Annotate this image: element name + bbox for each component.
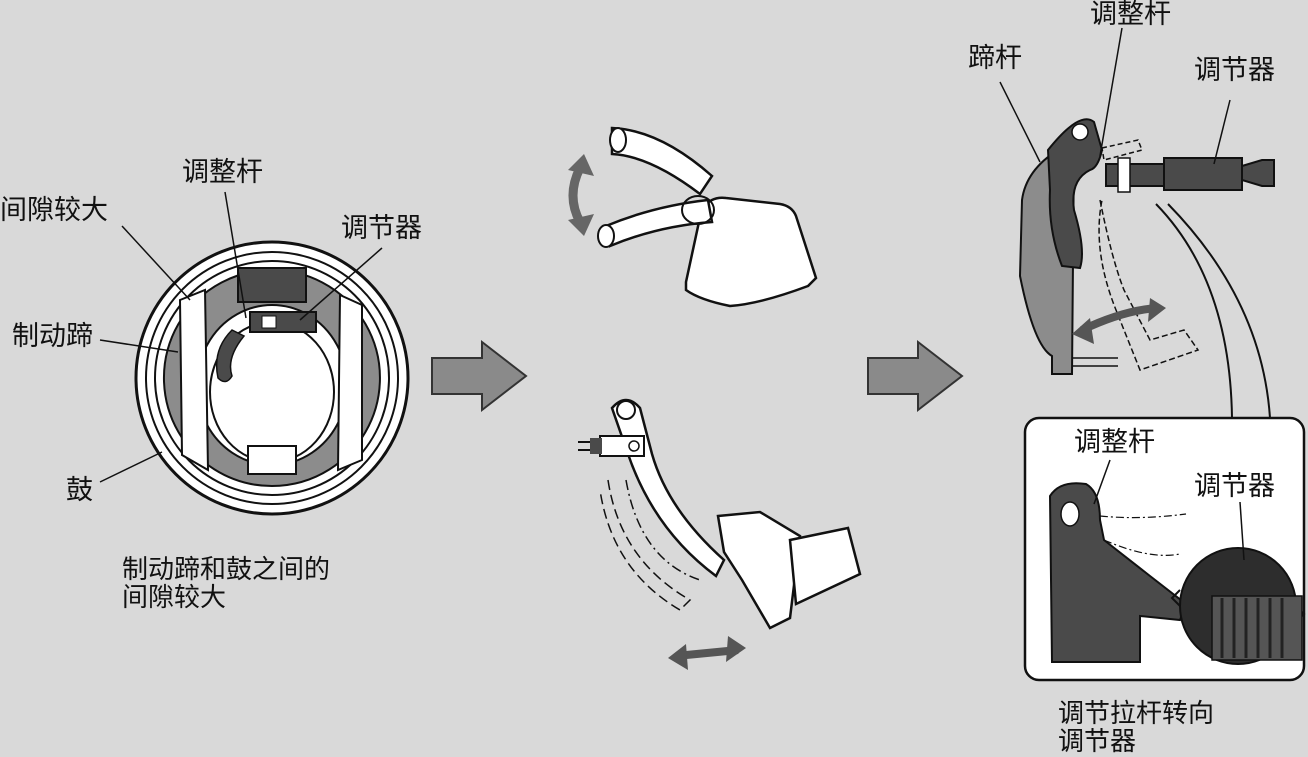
progress-arrow-1 xyxy=(432,342,526,410)
caption-right-line2: 调节器 xyxy=(1058,728,1136,756)
foot-pedal-illustration xyxy=(578,400,860,670)
inset-detail xyxy=(1025,418,1304,680)
inset-label-adjusting-lever: 调整杆 xyxy=(1074,428,1155,458)
label-brake-shoe: 制动蹄 xyxy=(12,322,93,352)
label-shoe-lever: 蹄杆 xyxy=(968,44,1022,74)
progress-arrow-2 xyxy=(868,342,962,410)
label-drum: 鼓 xyxy=(66,476,93,506)
caption-right-line1: 调节拉杆转向 xyxy=(1058,700,1214,728)
parking-lever-illustration xyxy=(568,128,816,306)
label-adjuster-right: 调节器 xyxy=(1194,56,1275,86)
caption-left-line2: 间隙较大 xyxy=(122,584,226,612)
caption-left-line1: 制动蹄和鼓之间的 xyxy=(122,556,330,584)
label-adjusting-lever-right: 调整杆 xyxy=(1090,0,1171,30)
label-adjusting-lever: 调整杆 xyxy=(182,158,263,188)
label-adjuster: 调节器 xyxy=(341,214,422,244)
inset-label-adjuster: 调节器 xyxy=(1194,472,1275,502)
label-large-gap: 间隙较大 xyxy=(0,196,108,226)
adjuster-mechanism-illustration xyxy=(1000,28,1274,418)
